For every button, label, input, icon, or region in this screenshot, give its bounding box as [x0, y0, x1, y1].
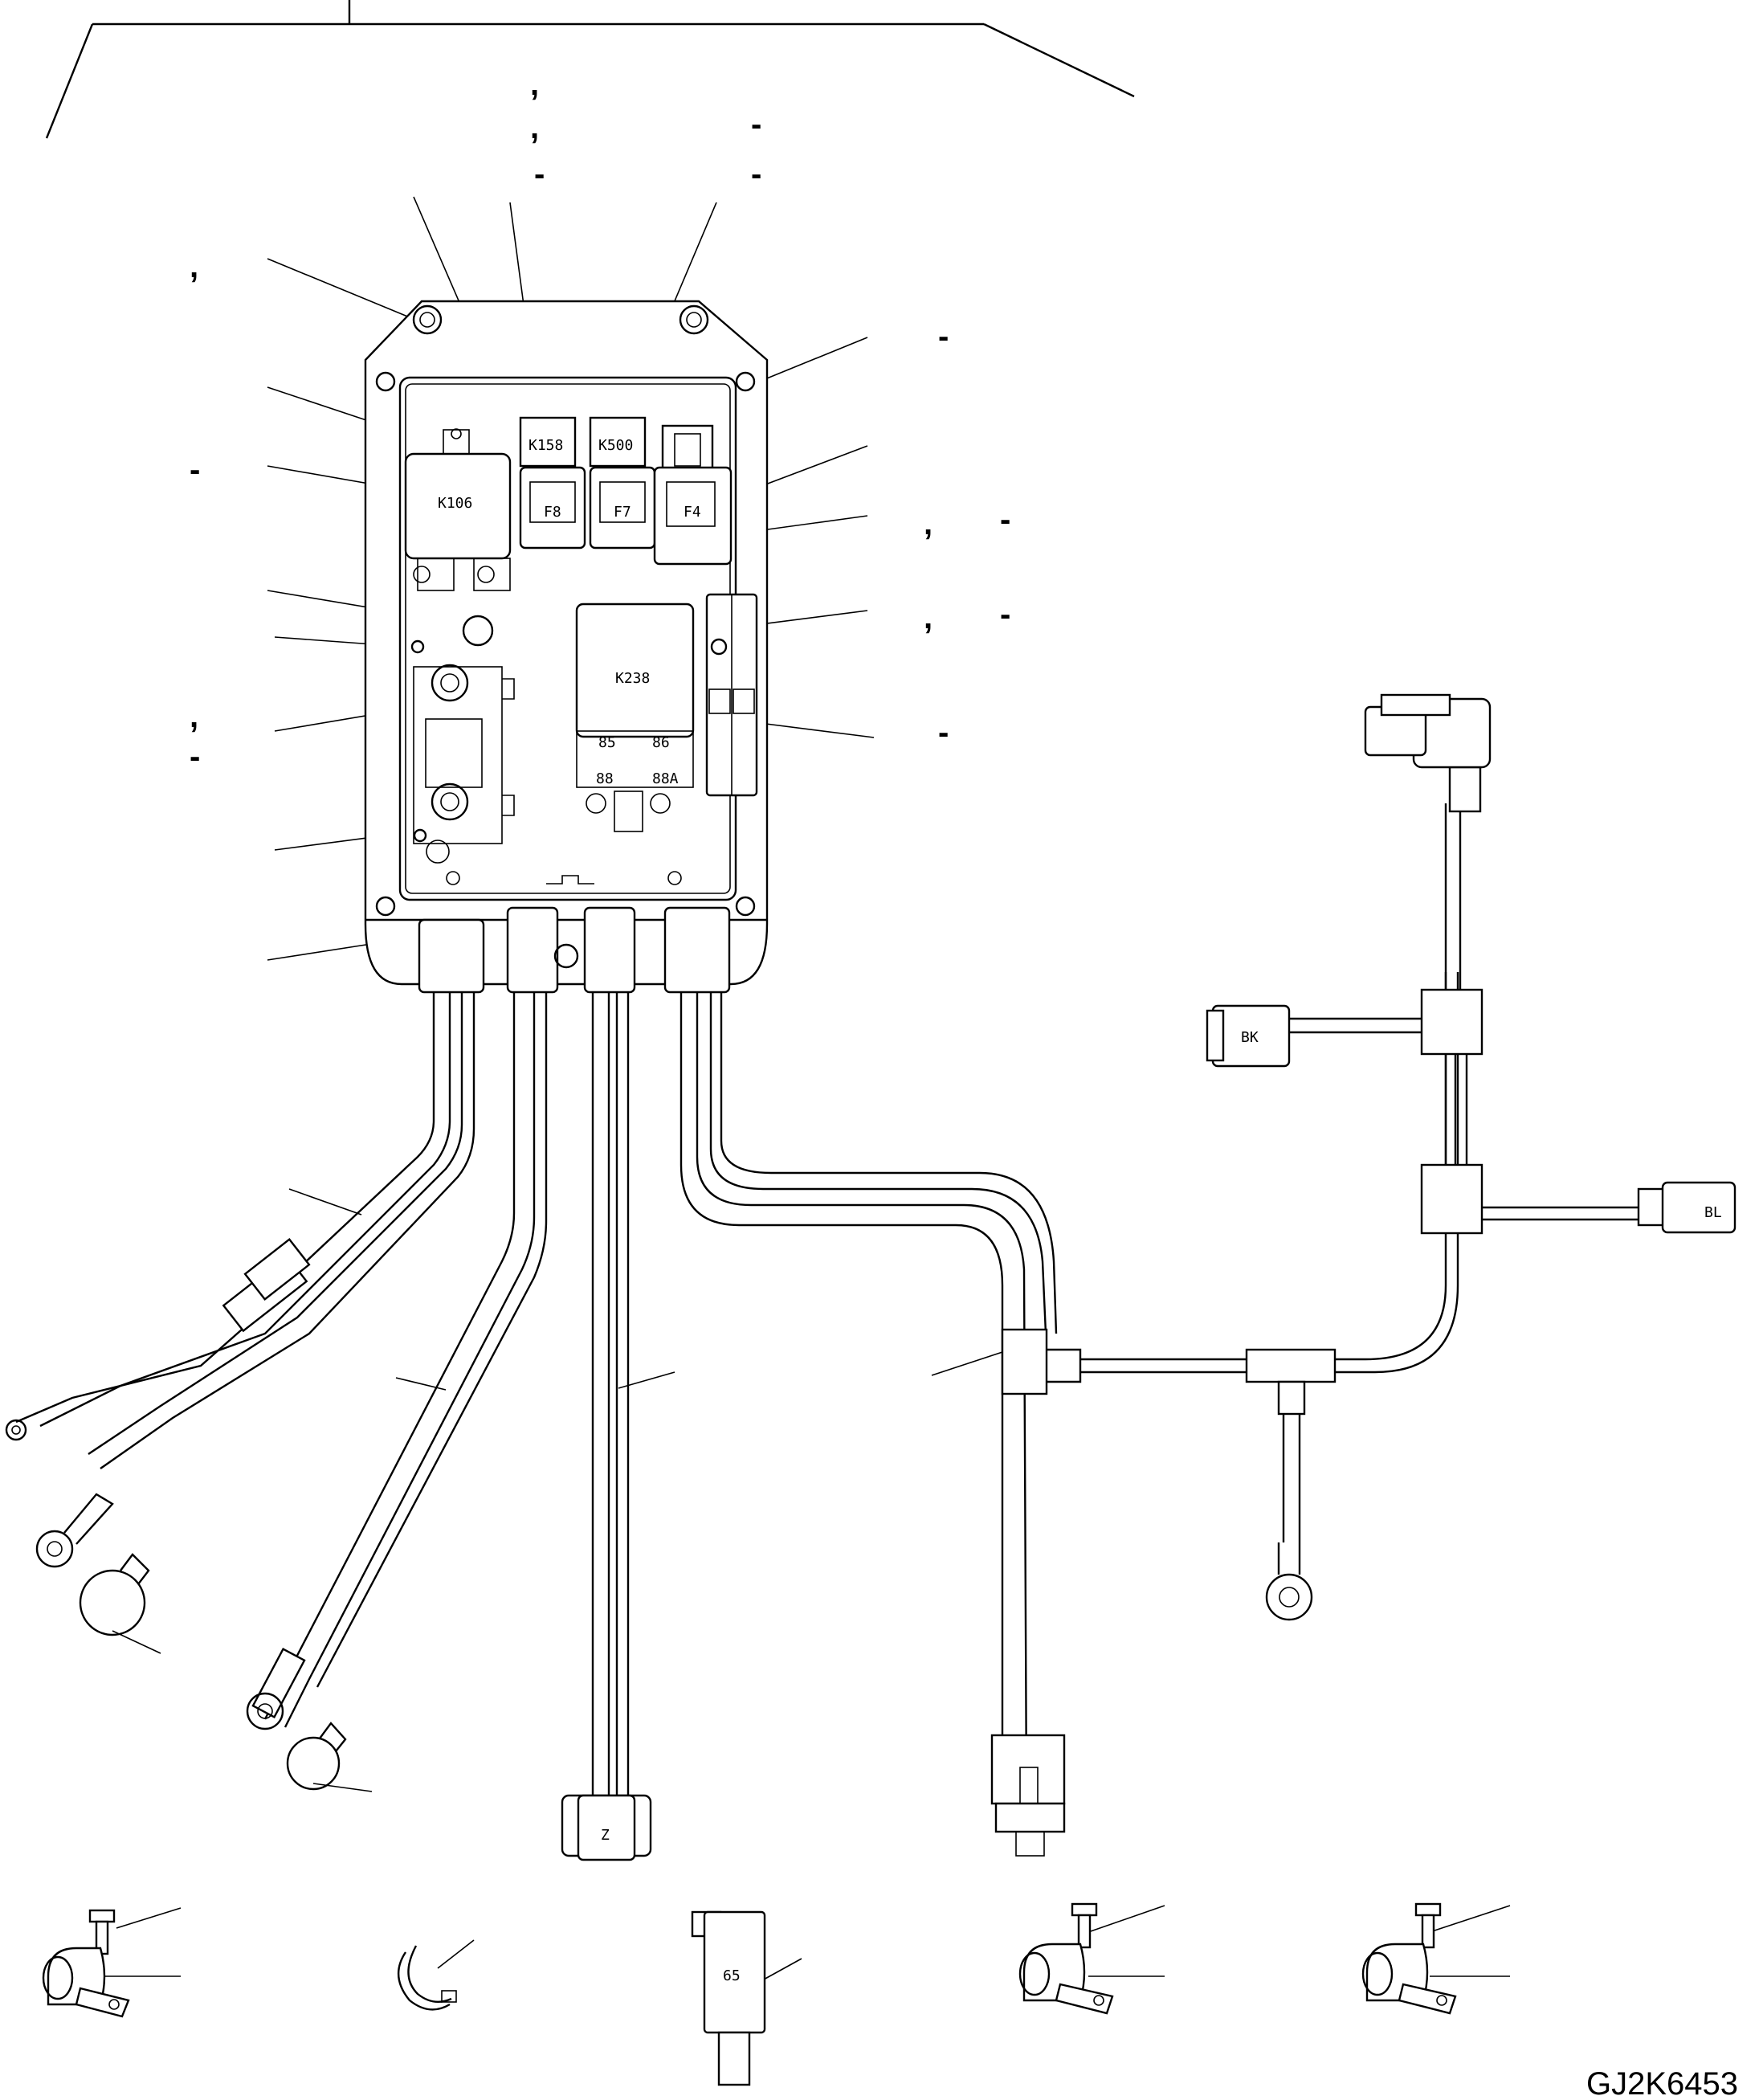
terminal-cap-icon: [79, 1569, 146, 1636]
screw-icon: [410, 639, 425, 654]
relay-k158-label: K158: [528, 437, 563, 454]
mark-dash: -: [938, 319, 949, 354]
mark-comma: ,: [530, 67, 539, 102]
bolt-head-icon: [1071, 1902, 1098, 1917]
tee-junction: [1001, 1328, 1048, 1395]
relay-k500-label: K500: [598, 437, 633, 454]
bolt-head-icon: [1414, 1902, 1442, 1917]
screw-icon: [413, 828, 427, 843]
harness-branch-right: [679, 972, 1459, 1857]
fuse-block: [705, 593, 758, 797]
clamp-with-bolt-1: [42, 1909, 130, 2018]
mark-comma: ,: [530, 110, 539, 145]
clamp-with-bolt-2: [1018, 1902, 1114, 2015]
ring-terminal-icon: [35, 1530, 74, 1568]
grommets: [418, 906, 731, 994]
mounting-bolt-icon: [412, 304, 443, 335]
connector-bk: BK: [1206, 1004, 1291, 1068]
fuse-f4: F4: [653, 466, 733, 566]
clamp-with-bolt-3: [1361, 1902, 1457, 2015]
mark-dash: -: [938, 715, 949, 750]
mark-comma: ,: [190, 249, 198, 284]
harness-branch-center: Z: [561, 992, 652, 1861]
mark-dash: -: [751, 157, 761, 192]
cable-tie: [397, 1945, 457, 2011]
connector-bk-label: BK: [1241, 1029, 1259, 1046]
connector-z-label: Z: [601, 1827, 610, 1844]
ring-terminal-icon: [246, 1692, 284, 1730]
connector-tag-code: 65: [723, 1967, 741, 1984]
terminal-stud-icon: [462, 615, 494, 647]
bolt-head-icon: [88, 1909, 116, 1923]
drawing-number: GJ2K6453: [1586, 2066, 1738, 2100]
mark-comma: ,: [924, 506, 933, 541]
terminal-cap-icon: [286, 1736, 341, 1791]
screw-icon: [735, 896, 756, 917]
terminal-85: 85: [598, 734, 616, 751]
screw-icon: [451, 428, 462, 439]
ring-terminal-icon: [1265, 1573, 1313, 1621]
fuse-f7: F7: [589, 466, 656, 550]
harness-branch-mid-left: [246, 992, 548, 1791]
relay-k238: K238 85 86 88 88A: [575, 603, 695, 832]
screw-icon: [710, 638, 728, 656]
fuse-f7-label: F7: [614, 504, 631, 521]
relay-k158: K158: [519, 416, 577, 468]
harness-branch-left: [5, 992, 475, 1636]
fuse-f4-label: F4: [684, 504, 701, 521]
connector-boot: [1448, 766, 1482, 813]
terminal-88a: 88A: [652, 770, 679, 787]
terminal-88: 88: [596, 770, 614, 787]
relay-k106-label: K106: [438, 495, 472, 512]
mark-dash: -: [1000, 597, 1010, 632]
relay-k500: K500: [589, 416, 647, 468]
sub-harness-upper-right: [1285, 693, 1639, 1235]
callout-marks: , , - - - , - , - - , - , - -: [190, 67, 1010, 774]
fuse-f8: F8: [519, 466, 586, 550]
fuse-f8-label: F8: [544, 504, 561, 521]
mark-dash: -: [751, 107, 761, 142]
mark-dash: -: [190, 739, 200, 774]
mark-comma: ,: [190, 699, 198, 734]
screw-icon: [375, 371, 396, 392]
mounting-bolt-icon: [679, 304, 709, 335]
relay-k106: K106: [404, 428, 512, 591]
screw-icon: [735, 371, 756, 392]
connector-tag: 65: [691, 1910, 766, 2086]
leader-lines: [95, 196, 1511, 1985]
mark-comma: ,: [924, 600, 933, 635]
connector-bl-label: BL: [1704, 1204, 1722, 1221]
mark-dash: -: [534, 157, 545, 192]
connector-bl: BL: [1637, 1181, 1736, 1234]
tee-junction: [1420, 1163, 1483, 1235]
group-bracket: [45, 0, 1135, 139]
relay-socket: [661, 424, 714, 472]
fusible-link: [410, 615, 515, 864]
mark-dash: -: [1000, 502, 1010, 537]
terminal-86: 86: [652, 734, 670, 751]
tee-junction: [1420, 988, 1483, 1056]
tee-junction: [1245, 1348, 1337, 1383]
screw-icon: [375, 896, 396, 917]
relay-k238-label: K238: [615, 670, 650, 687]
connector-2pin: [990, 1734, 1066, 1805]
ring-terminal-icon: [5, 1419, 27, 1441]
mark-dash: -: [190, 452, 200, 488]
